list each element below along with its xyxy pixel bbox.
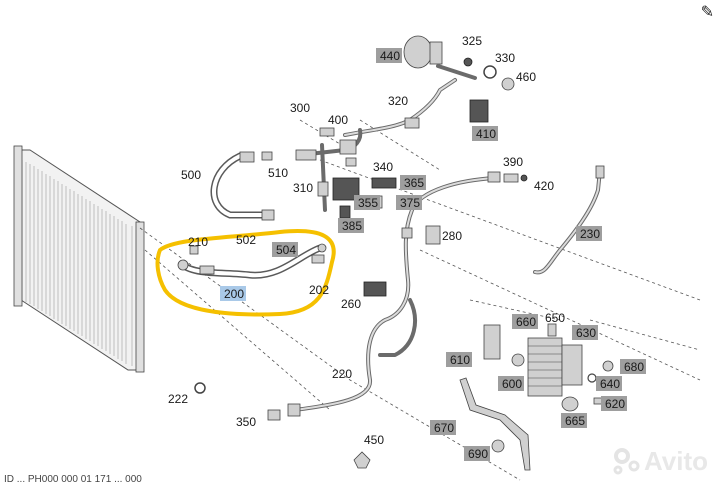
label-400: 400	[328, 113, 348, 127]
part-tag-230: 230	[576, 226, 602, 241]
label-500: 500	[181, 168, 201, 182]
line-230	[533, 165, 605, 275]
tag-440-text: 440	[380, 49, 400, 63]
highlight-outline	[155, 229, 336, 317]
line-320	[298, 78, 457, 157]
label-260: 260	[341, 297, 361, 311]
part-tag-680: 680	[620, 359, 646, 374]
part-tag-375: 375	[396, 195, 422, 210]
line-310	[295, 143, 329, 212]
label-650: 650	[545, 311, 565, 325]
part-tag-665: 665	[561, 413, 587, 428]
tag-385-text: 385	[342, 219, 362, 233]
tag-665-text: 665	[565, 414, 585, 428]
condenser-radiator	[13, 145, 145, 373]
part-tag-690: 690	[464, 446, 490, 461]
part-tag-620: 620	[601, 396, 627, 411]
part-tag-385: 385	[338, 218, 364, 233]
label-420: 420	[534, 179, 554, 193]
label-460: 460	[516, 70, 536, 84]
tag-365-text: 365	[404, 176, 424, 190]
part-tag-355: 355	[354, 195, 380, 210]
label-340: 340	[373, 160, 393, 174]
part-tag-504: 504	[272, 242, 298, 257]
label-350: 350	[236, 415, 256, 429]
fitting-390	[503, 173, 528, 183]
part-tag-610: 610	[446, 352, 472, 367]
part-tag-640: 640	[596, 376, 622, 391]
part-tag-660: 660	[512, 314, 538, 329]
label-450: 450	[364, 433, 384, 447]
label-330: 330	[495, 51, 515, 65]
tag-660-text: 660	[516, 315, 536, 329]
tag-600-text: 600	[502, 377, 522, 391]
avito-watermark: Avito	[613, 446, 708, 476]
small-fittings	[189, 245, 371, 469]
label-300: 300	[290, 101, 310, 115]
label-390: 390	[503, 155, 523, 169]
label-325: 325	[462, 34, 482, 48]
hose-200	[177, 243, 327, 279]
tag-690-text: 690	[468, 447, 488, 461]
tag-670-text: 670	[434, 421, 454, 435]
part-tag-670: 670	[430, 420, 456, 435]
tag-620-text: 620	[605, 397, 625, 411]
label-510: 510	[268, 166, 288, 180]
tag-200-text: 200	[224, 287, 244, 301]
part-tag-410: 410	[472, 126, 498, 141]
bracket-260	[363, 281, 387, 297]
tag-680-text: 680	[624, 360, 644, 374]
tag-640-text: 640	[600, 377, 620, 391]
tag-375-text: 375	[400, 196, 420, 210]
tag-230-text: 230	[580, 227, 600, 241]
pencil-icon[interactable]: ✎	[700, 4, 714, 21]
bracket-670	[459, 377, 531, 471]
fitting-440	[403, 35, 515, 123]
tag-410-text: 410	[476, 127, 496, 141]
label-220: 220	[332, 367, 352, 381]
tag-504-text: 504	[276, 243, 296, 257]
part-tag-630: 630	[572, 325, 598, 340]
part-tag-440: 440	[376, 48, 402, 63]
hose-500	[210, 151, 275, 221]
tag-630-text: 630	[576, 326, 596, 340]
label-280: 280	[442, 229, 462, 243]
tag-610-text: 610	[450, 353, 470, 367]
label-320: 320	[388, 94, 408, 108]
label-222: 222	[168, 392, 188, 406]
label-310: 310	[293, 181, 313, 195]
part-tag-365: 365	[400, 175, 426, 190]
label-502: 502	[236, 233, 256, 247]
part-tag-600: 600	[498, 376, 524, 391]
oil-cooler-600	[483, 323, 614, 412]
watermark-text: Avito	[644, 446, 708, 476]
tag-355-text: 355	[358, 196, 378, 210]
bottom-caption: ID ... PH000 000 01 171 ... 000	[4, 474, 142, 485]
label-210: 210	[188, 235, 208, 249]
part-tag-200: 200	[220, 286, 246, 301]
label-202: 202	[309, 283, 329, 297]
